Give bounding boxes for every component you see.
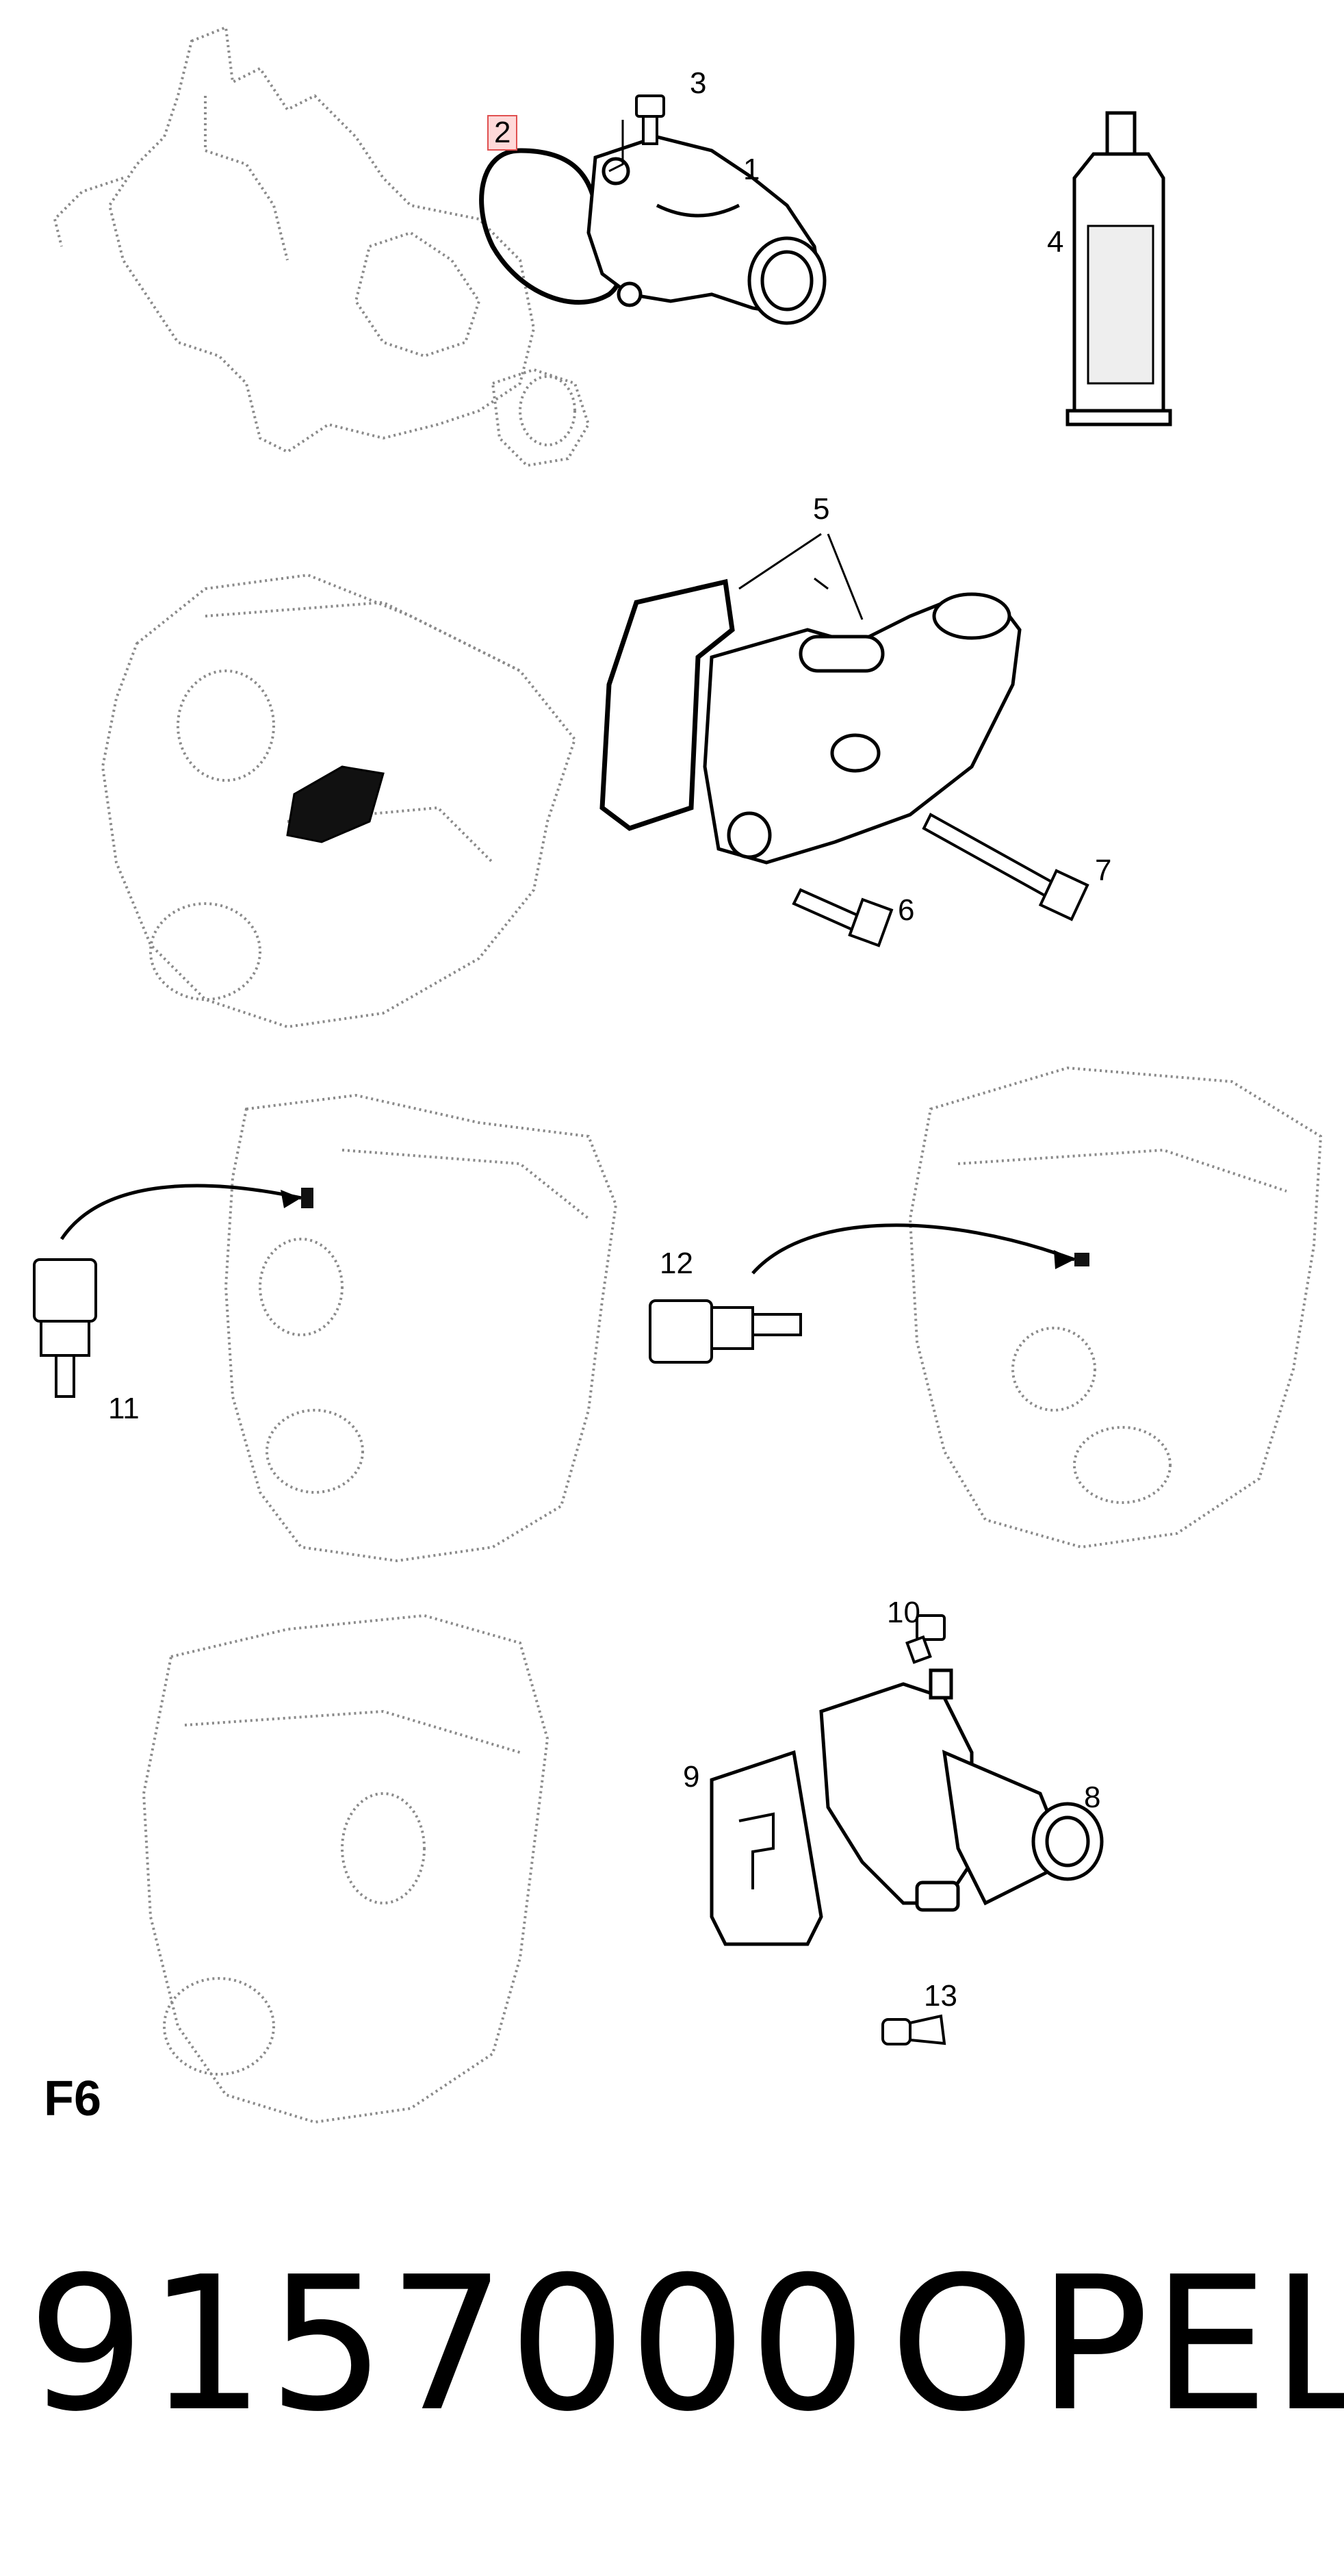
outlet-housing-8 [819, 1668, 1104, 1912]
callout-3: 3 [690, 66, 707, 100]
sensor-location-marker-11 [301, 1188, 313, 1208]
callout-9: 9 [683, 1760, 700, 1794]
thermostat-housing-5 [703, 577, 1022, 865]
brand-name: OPEL [890, 2236, 1344, 2452]
sealant-tube-4 [1065, 111, 1172, 426]
callout-1: 1 [743, 153, 760, 186]
bolt-10 [905, 1614, 946, 1664]
temperature-sensor-12 [649, 1299, 802, 1364]
arrow-to-engine-11 [60, 1184, 302, 1240]
bolt-6 [792, 888, 894, 947]
callout-4: 4 [1047, 225, 1064, 259]
callout-7: 7 [1095, 854, 1112, 887]
thermostat-housing-1 [586, 135, 827, 325]
callout-13: 13 [924, 1979, 957, 2013]
callout-10: 10 [887, 1596, 920, 1629]
temperature-sensor-11 [33, 1258, 97, 1398]
arrow-to-engine-12 [751, 1223, 1075, 1275]
engine-row3-right [908, 1066, 1323, 1549]
engine-row3-left [224, 1093, 618, 1563]
callout-6: 6 [898, 893, 915, 927]
engine-bottom-left [142, 1614, 550, 2124]
callout-11: 11 [108, 1392, 140, 1425]
engine-block-outline-top [53, 25, 591, 468]
callout-12: 12 [660, 1247, 693, 1280]
part-number: 9157000 [27, 2236, 870, 2452]
arrowhead-12 [1054, 1250, 1074, 1269]
leader-lines-5 [738, 533, 864, 620]
plug-13 [881, 2014, 946, 2045]
callout-8: 8 [1084, 1781, 1101, 1814]
section-code: F6 [44, 2071, 102, 2126]
bolt-7 [922, 813, 1089, 921]
highlighted-housing [286, 765, 385, 843]
bolt-3 [608, 94, 665, 173]
gasket-5 [599, 578, 735, 831]
callout-5: 5 [813, 492, 830, 526]
callout-2: 2 [487, 115, 518, 151]
sensor-location-marker-12 [1074, 1253, 1089, 1266]
arrowhead-11 [281, 1190, 301, 1208]
gasket-plate-9 [710, 1750, 823, 1946]
gasket-2 [479, 148, 622, 305]
